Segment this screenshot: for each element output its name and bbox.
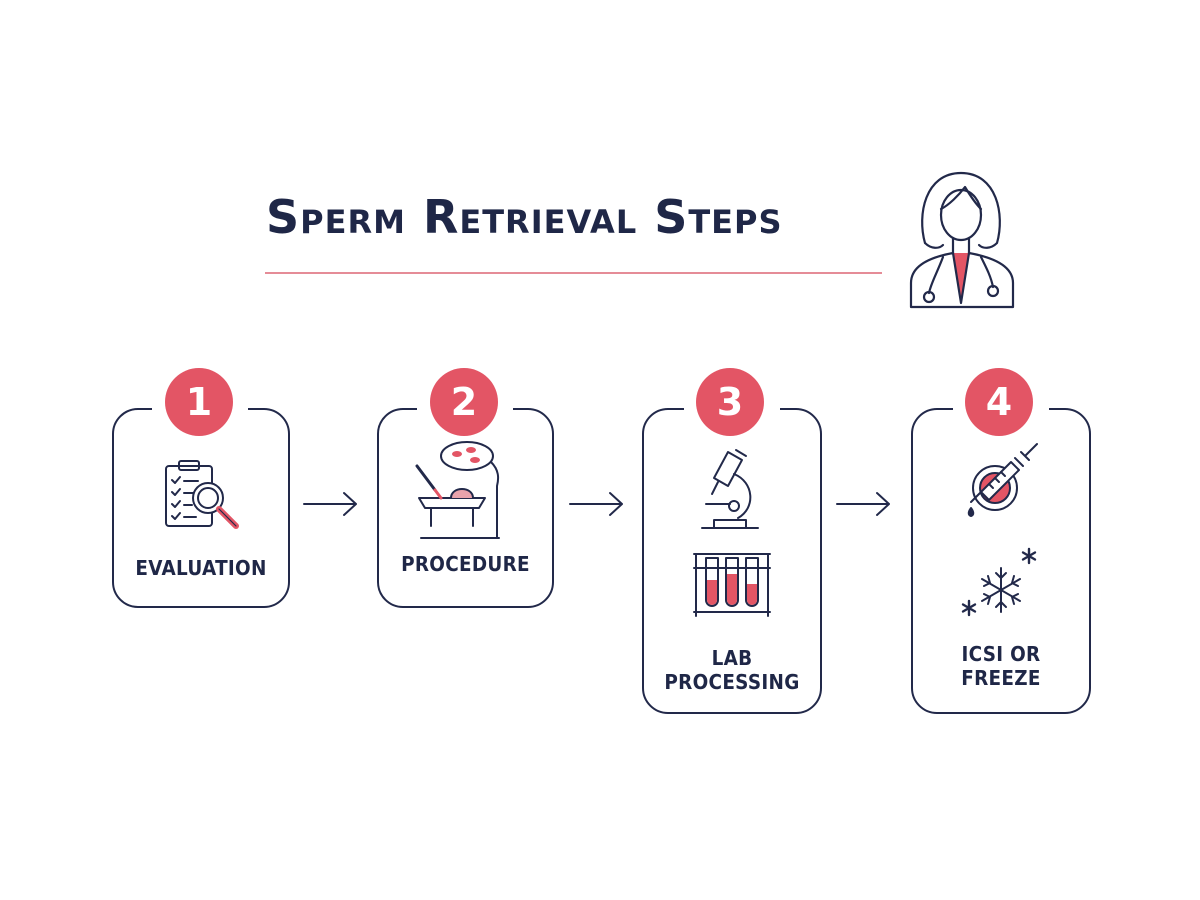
- step-card-evaluation: 1 EVALUATION: [112, 368, 290, 608]
- step-label: EVALUATION: [135, 556, 267, 580]
- arrow-right-icon: [836, 492, 890, 516]
- step-number-badge: 2: [430, 368, 498, 436]
- injection-icon: [967, 443, 1038, 517]
- page-title: Sperm Retrieval Steps: [266, 190, 783, 244]
- doctor-icon: [909, 171, 1015, 309]
- arrow-right-icon: [303, 492, 357, 516]
- step-label: ICSI OR FREEZE: [961, 642, 1041, 690]
- step-number-badge: 4: [965, 368, 1033, 436]
- step-number-badge: 3: [696, 368, 764, 436]
- microscope-icon: [701, 449, 759, 529]
- step-label: PROCEDURE: [401, 552, 530, 576]
- step-card-procedure: 2 PROCEDURE: [377, 368, 554, 608]
- step-label: LAB PROCESSING: [664, 646, 800, 694]
- snowflake-icon: [961, 547, 1037, 617]
- step-card-icsi-or-freeze: 4 ICSI OR FREEZE: [911, 368, 1091, 714]
- step-card-lab-processing: 3 LAB PROCESSING: [642, 368, 822, 714]
- step-number-badge: 1: [165, 368, 233, 436]
- test-tube-rack-icon: [693, 553, 771, 617]
- title-underline: [265, 272, 882, 274]
- arrow-right-icon: [569, 492, 623, 516]
- clipboard-magnifier-icon: [165, 460, 239, 529]
- surgical-lamp-scalpel-icon: [415, 441, 500, 539]
